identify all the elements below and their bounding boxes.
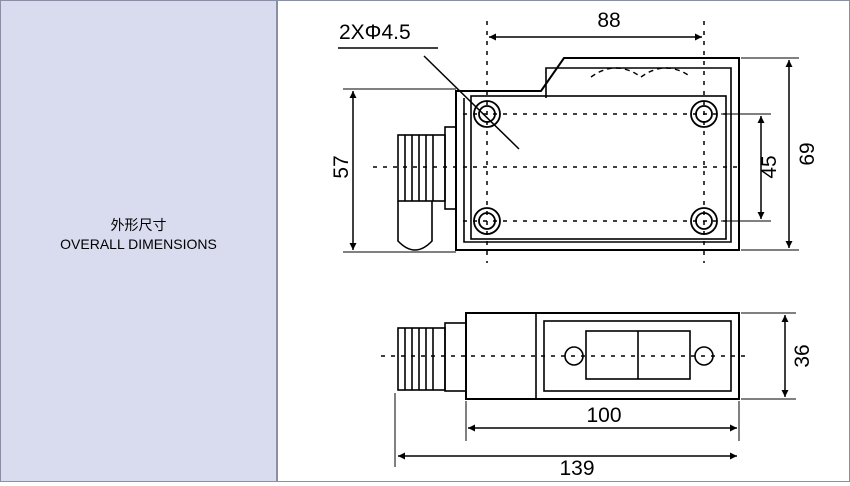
housing-outline <box>455 57 740 251</box>
threaded-actuator <box>397 134 446 202</box>
caption-chinese: 外形尺寸 <box>110 217 167 233</box>
dim-45-label: 45 <box>758 155 781 178</box>
roller-arc-hidden <box>590 67 692 78</box>
technical-drawing: 2XΦ4.5 88 57 45 69 <box>278 1 849 481</box>
dim-139-label: 139 <box>559 457 594 480</box>
caption-title: 外形尺寸 OVERALL DIMENSIONS <box>1 216 276 254</box>
dimensions-top <box>338 33 799 253</box>
dim-36-label: 36 <box>791 344 814 367</box>
dim-57-label: 57 <box>330 155 353 178</box>
dim-100-label: 100 <box>586 404 621 427</box>
caption-english: OVERALL DIMENSIONS <box>60 236 217 252</box>
centerlines-top <box>373 21 741 263</box>
dim-88-label: 88 <box>597 9 620 32</box>
actuator-flange <box>444 126 457 210</box>
housing-inner-outline <box>463 67 732 243</box>
drawing-canvas: 2XΦ4.5 88 57 45 69 <box>330 9 819 480</box>
side-view <box>397 312 740 400</box>
caption-panel: 外形尺寸 OVERALL DIMENSIONS <box>1 1 278 481</box>
side-inner-frame <box>535 312 740 400</box>
side-threaded-actuator <box>397 327 446 391</box>
dimensions-side <box>394 312 796 467</box>
side-flange <box>444 322 467 392</box>
top-view <box>397 57 740 251</box>
dim-69-label: 69 <box>796 142 819 165</box>
mounting-plate <box>470 95 727 240</box>
actuator-tip <box>397 201 433 251</box>
hole-callout-label: 2XΦ4.5 <box>339 21 411 44</box>
